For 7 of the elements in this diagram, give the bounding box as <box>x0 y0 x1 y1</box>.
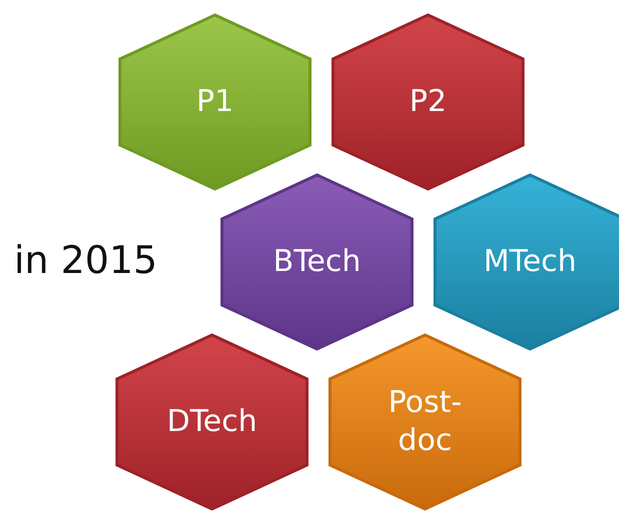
hexagon-label: Post- doc <box>387 384 463 460</box>
hexagon-label: P1 <box>196 83 234 121</box>
hexagon-label: BTech <box>273 243 361 281</box>
hexagon-label: DTech <box>166 403 258 441</box>
hexagon-label: P2 <box>409 83 447 121</box>
side-caption: in 2015 <box>14 238 158 282</box>
hexagon-label: MTech <box>483 243 577 281</box>
